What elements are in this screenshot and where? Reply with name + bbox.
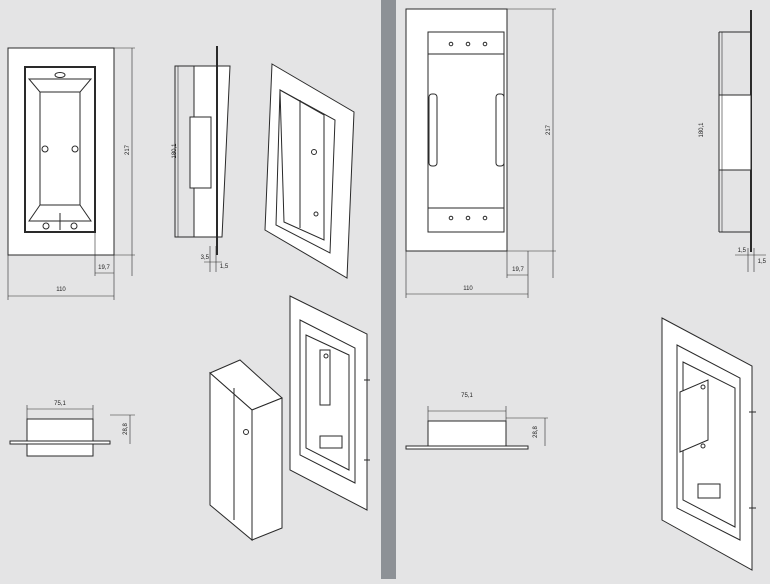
right-side-height-label: 180,1 xyxy=(699,122,705,138)
left-side-offset-right-label: 1,5 xyxy=(220,264,229,270)
right-side-offset-left-label: 1,5 xyxy=(738,248,747,254)
right-side-offset-right-label: 1,5 xyxy=(758,259,767,265)
right-front-width-label: 110 xyxy=(463,286,473,292)
left-side-view xyxy=(174,46,231,272)
left-front-top-hole xyxy=(54,72,66,78)
left-iso-box xyxy=(209,359,283,542)
right-front-depth-label: 19,7 xyxy=(512,267,524,273)
left-front-screw-hole-left xyxy=(41,145,49,153)
right-side-view xyxy=(718,10,766,272)
right-side-body xyxy=(718,94,752,171)
left-bottom-height-label: 28,8 xyxy=(123,423,129,435)
left-front-depth-label: 19,7 xyxy=(98,265,110,271)
left-iso-frame-with-box xyxy=(289,295,370,511)
panel-divider xyxy=(381,0,396,579)
left-bottom-width-label: 75,1 xyxy=(54,401,66,407)
right-front-bottom-bar xyxy=(427,207,505,233)
left-front-view xyxy=(7,47,135,300)
right-front-slot-right xyxy=(495,93,505,167)
right-front-slot-left xyxy=(428,93,438,167)
left-side-height-label: 180,1 xyxy=(172,143,178,159)
left-panel xyxy=(7,46,370,542)
left-front-inner-box xyxy=(27,78,93,222)
left-bottom-body xyxy=(26,418,94,442)
left-front-screw-hole-right xyxy=(71,145,79,153)
right-panel xyxy=(405,8,766,571)
right-bottom-height-label: 28,8 xyxy=(533,426,539,438)
left-front-width-label: 110 xyxy=(56,287,66,293)
left-front-height-label: 217 xyxy=(125,144,131,155)
right-bottom-body xyxy=(427,420,507,447)
right-iso-frame xyxy=(661,317,756,571)
right-front-height-label: 217 xyxy=(546,124,552,135)
right-front-view xyxy=(405,8,556,298)
left-iso-frame xyxy=(264,63,355,279)
right-bottom-width-label: 75,1 xyxy=(461,393,473,399)
left-side-offset-left-label: 3,5 xyxy=(201,255,210,261)
right-bottom-view xyxy=(405,406,548,450)
left-bottom-view xyxy=(9,405,135,457)
